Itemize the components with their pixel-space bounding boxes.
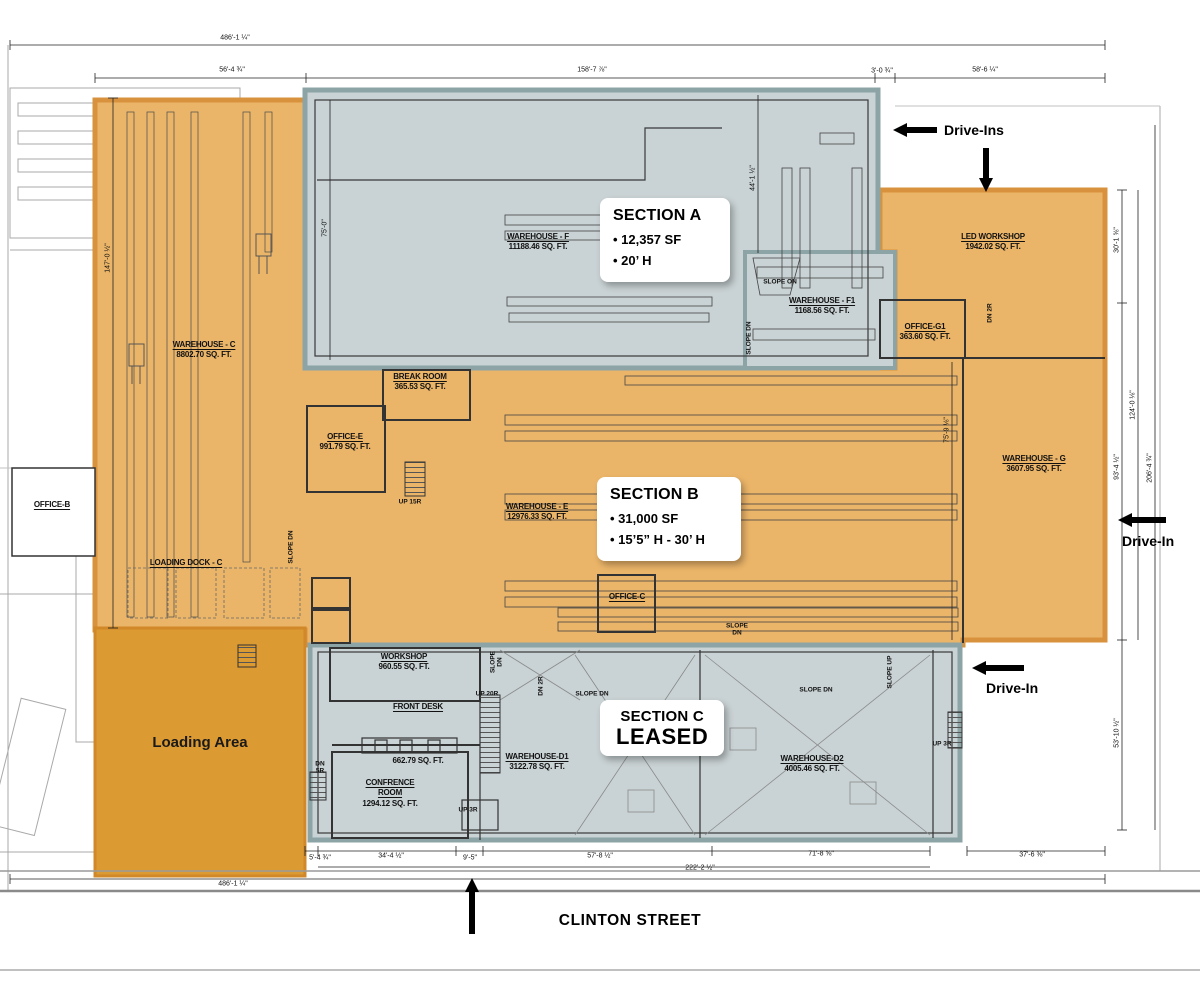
room-label-office-b: OFFICE-B	[33, 500, 71, 509]
dim-top-total: 486'-1 ¼"	[220, 34, 250, 42]
dim-mid-75: 75'-9 ⅛"	[943, 417, 951, 443]
clinton-street-arrow-icon	[464, 878, 480, 934]
section-c-title: SECTION C	[620, 708, 704, 725]
dim-right-124: 124'-0 ⅛"	[1129, 390, 1137, 420]
dim-left-a: 75'-0"	[321, 219, 329, 237]
dim-left-c: 147'-0 ½"	[104, 243, 112, 273]
room-label-office-g1: OFFICE-G1 363.60 SQ. FT.	[899, 322, 951, 342]
room-label-led-workshop: LED WORKSHOP 1942.02 SQ. FT.	[961, 232, 1025, 252]
room-label-warehouse-d2: WAREHOUSE-D2 4005.46 SQ. FT.	[780, 754, 844, 774]
section-a-title: SECTION A	[613, 207, 702, 224]
drive-in-bottom-arrow-icon	[972, 660, 1024, 676]
room-label-break-room: BREAK ROOM 365.53 SQ. FT.	[393, 372, 447, 392]
dim-right-206: 206'-4 ¾"	[1146, 453, 1154, 483]
section-a-sf: • 12,357 SF	[613, 232, 682, 247]
ann-slope-dn-c1: SLOPE DN	[489, 650, 504, 674]
section-a-height: • 20’ H	[613, 253, 652, 269]
room-label-warehouse-f: WAREHOUSE - F 11188.46 SQ. FT.	[507, 232, 569, 252]
drive-in-mid-label: Drive-In	[1122, 533, 1175, 549]
room-label-workshop: WORKSHOP 960.55 SQ. FT.	[378, 652, 430, 672]
ann-slope-up: SLOPE UP	[886, 655, 894, 689]
room-label-loading-dock-c: LOADING DOCK - C	[149, 558, 223, 567]
dim-bot-71: 71'-8 ⅝"	[808, 850, 834, 858]
section-b-height: • 15’5” H - 30’ H	[610, 532, 705, 548]
drive-in-bottom-label: Drive-In	[986, 680, 1039, 696]
room-label-conference-room: CONFRENCE ROOM 1294.12 SQ. FT.	[362, 778, 418, 808]
drive-ins-label: Drive-Ins	[944, 122, 1004, 138]
room-label-warehouse-d1: WAREHOUSE-D1 3122.78 SQ. FT.	[505, 752, 569, 772]
callout-section-b: SECTION B • 31,000 SF • 15’5” H - 30’ H	[597, 477, 741, 561]
ann-slope-dn-d1: SLOPE DN	[575, 690, 609, 698]
drive-in-mid-arrow-icon	[1118, 512, 1166, 528]
dim-bot-37: 37'-6 ⅜"	[1019, 851, 1045, 859]
room-area-front-desk: 662.79 SQ. FT.	[392, 756, 444, 765]
section-b-sf: • 31,000 SF	[610, 511, 679, 526]
dim-right-53: 53'-10 ½"	[1113, 718, 1121, 748]
ann-up-3r-b: UP 3R	[932, 740, 952, 748]
street-label: CLINTON STREET	[558, 912, 702, 929]
ann-slope-dn-b: SLOPE DN	[287, 530, 295, 564]
section-c-status: LEASED	[616, 724, 709, 749]
ann-up-3r: UP 3R	[458, 806, 478, 814]
loading-area-label: Loading Area	[152, 734, 248, 751]
ann-slope-dn-f1: SLOPE DN	[745, 321, 753, 355]
ann-dn-2r-g: DN 2R	[986, 303, 994, 323]
dim-bot-34: 34'-4 ½"	[378, 852, 404, 860]
room-label-warehouse-g: WAREHOUSE - G 3607.95 SQ. FT.	[1002, 454, 1066, 474]
dim-mid-44: 44'-1 ½"	[749, 165, 757, 191]
dim-top-gap: 3'-0 ¾"	[871, 67, 893, 75]
ann-dn-5r: DN 5R	[315, 760, 325, 775]
ann-up-20r: UP 20R	[475, 690, 499, 698]
room-label-warehouse-f1: WAREHOUSE - F1 1168.56 SQ. FT.	[788, 296, 856, 316]
room-label-office-e: OFFICE-E 991.79 SQ. FT.	[319, 432, 371, 452]
ann-dn-2r-c: DN 2R	[537, 676, 545, 696]
ann-slope-dn-bc: SLOPE DN	[725, 622, 749, 637]
callout-section-c: SECTION C LEASED	[600, 700, 725, 757]
dim-bot-5: 5'-4 ¾"	[309, 854, 331, 862]
dim-right-30: 30'-1 ⅝"	[1113, 227, 1121, 253]
dim-bot-57: 57'-8 ½"	[587, 852, 613, 860]
callout-section-a: SECTION A • 12,357 SF • 20’ H	[600, 198, 730, 282]
section-b-title: SECTION B	[610, 486, 699, 503]
drive-ins-down-arrow-icon	[978, 148, 994, 192]
dim-top-mid: 158'-7 ⅞"	[577, 66, 607, 74]
room-label-warehouse-e: WAREHOUSE - E 12976.33 SQ. FT.	[505, 502, 569, 522]
ann-slope-on: SLOPE ON	[763, 278, 797, 286]
drive-ins-arrow-icon	[893, 122, 937, 138]
dim-right-93: 93'-4 ½"	[1113, 454, 1121, 480]
room-label-front-desk: FRONT DESK	[392, 702, 444, 711]
dim-top-right: 58'-6 ¼"	[972, 66, 998, 74]
ann-slope-dn-d2: SLOPE DN	[799, 686, 833, 694]
dim-top-left: 56'-4 ¾"	[219, 66, 245, 74]
room-label-office-c: OFFICE-C	[608, 592, 646, 601]
room-label-warehouse-c: WAREHOUSE - C 8802.70 SQ. FT.	[172, 340, 236, 360]
dim-bot-total: 486'-1 ¼"	[218, 880, 248, 888]
ann-up-15r: UP 15R	[398, 498, 422, 506]
dim-bot-222: 222'-2 ½"	[685, 864, 715, 872]
dim-bot-9: 9'-5"	[463, 854, 477, 862]
